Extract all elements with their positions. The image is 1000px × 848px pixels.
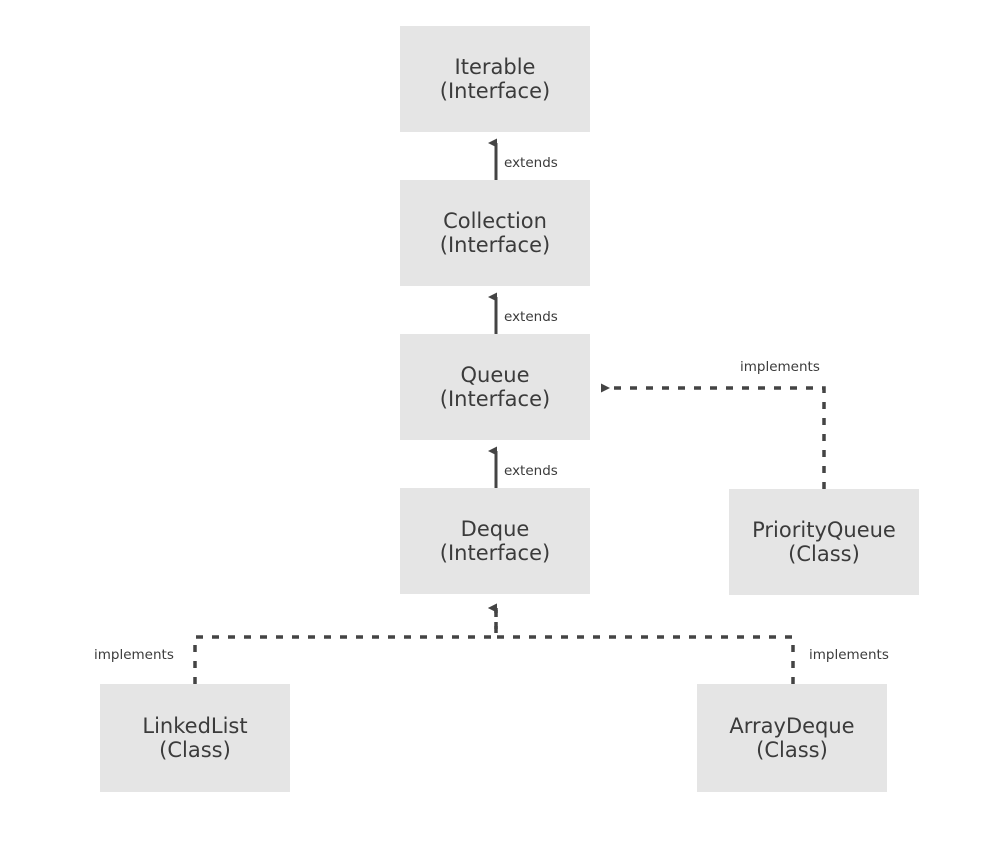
node-deque[interactable]: Deque (Interface) <box>400 488 590 594</box>
edge-label-deque-extends-queue: extends <box>504 463 558 479</box>
node-iterable-title: Iterable <box>454 54 536 79</box>
node-priorityqueue-stereotype: (Class) <box>788 542 860 566</box>
node-queue-title: Queue <box>460 362 530 387</box>
node-arraydeque[interactable]: ArrayDeque (Class) <box>697 684 887 792</box>
node-collection-stereotype: (Interface) <box>439 233 551 257</box>
node-collection[interactable]: Collection (Interface) <box>400 180 590 286</box>
node-iterable-stereotype: (Interface) <box>439 79 551 103</box>
node-deque-stereotype: (Interface) <box>439 541 551 565</box>
node-iterable[interactable]: Iterable (Interface) <box>400 26 590 132</box>
node-linkedlist-stereotype: (Class) <box>159 738 231 762</box>
node-arraydeque-stereotype: (Class) <box>756 738 828 762</box>
edge-arraydeque-implements-deque <box>488 603 795 684</box>
edge-label-linkedlist-implements-deque: implements <box>94 647 174 663</box>
node-arraydeque-title: ArrayDeque <box>729 713 855 738</box>
node-collection-title: Collection <box>443 208 547 233</box>
edge-linkedlist-implements-deque <box>193 603 498 684</box>
edge-priorityqueue-implements-queue <box>601 383 826 489</box>
edge-label-arraydeque-implements-deque: implements <box>809 647 889 663</box>
node-priorityqueue[interactable]: PriorityQueue (Class) <box>729 489 919 595</box>
node-linkedlist-title: LinkedList <box>142 713 248 738</box>
node-priorityqueue-title: PriorityQueue <box>752 517 896 542</box>
node-linkedlist[interactable]: LinkedList (Class) <box>100 684 290 792</box>
node-queue[interactable]: Queue (Interface) <box>400 334 590 440</box>
edge-label-queue-extends-collection: extends <box>504 309 558 325</box>
edge-label-collection-extends-iterable: extends <box>504 155 558 171</box>
node-queue-stereotype: (Interface) <box>439 387 551 411</box>
edge-label-priorityqueue-implements-queue: implements <box>740 359 820 375</box>
node-deque-title: Deque <box>460 516 530 541</box>
